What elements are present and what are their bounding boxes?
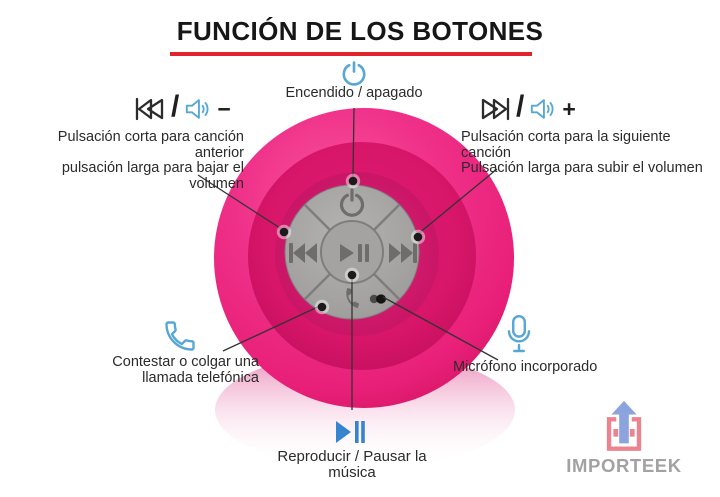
play-pause-label: Reproducir / Pausar la música xyxy=(277,448,427,481)
play-pause-icon xyxy=(336,421,365,443)
next-volume-up-label: Pulsación corta para la siguiente canció… xyxy=(461,129,703,176)
previous-volume-down-icons: / − xyxy=(134,90,231,128)
minus-sign: − xyxy=(217,95,231,122)
power-label: Encendido / apagado xyxy=(285,85,423,101)
importeek-logo-icon xyxy=(606,400,642,451)
importeek-logo-text: IMPORTEEK xyxy=(566,455,682,476)
pad-previous-icon[interactable] xyxy=(289,243,317,263)
pad-power-icon[interactable] xyxy=(339,188,365,217)
volume-up-icon xyxy=(531,99,554,119)
phone-icon xyxy=(165,321,195,351)
pad-play-pause-icon[interactable] xyxy=(340,244,369,262)
callout-dots xyxy=(276,173,426,315)
plus-sign: + xyxy=(562,95,576,122)
power-icon xyxy=(342,61,366,86)
slash-separator: / xyxy=(516,90,525,123)
callout-lines xyxy=(197,107,499,410)
slash-separator: / xyxy=(171,90,180,123)
page-title: FUNCIÓN DE LOS BOTONES xyxy=(176,16,544,46)
previous-track-icon xyxy=(135,97,164,121)
logo-box xyxy=(606,417,642,451)
pad-next-icon[interactable] xyxy=(389,243,417,263)
pad-phone-icon[interactable] xyxy=(342,288,362,308)
microphone-label: Micrófono incorporado xyxy=(453,359,598,375)
previous-volume-down-label: Pulsación corta para canción anterior pu… xyxy=(57,129,244,192)
microphone-icon xyxy=(507,314,531,353)
next-track-icon xyxy=(481,97,510,121)
mic-hole xyxy=(369,294,386,304)
volume-down-icon xyxy=(186,99,209,119)
next-volume-up-icons: / + xyxy=(479,90,576,128)
title-underline xyxy=(170,52,532,56)
logo-arrow xyxy=(611,400,637,444)
call-label: Contestar o colgar una llamada telefónic… xyxy=(112,354,259,386)
